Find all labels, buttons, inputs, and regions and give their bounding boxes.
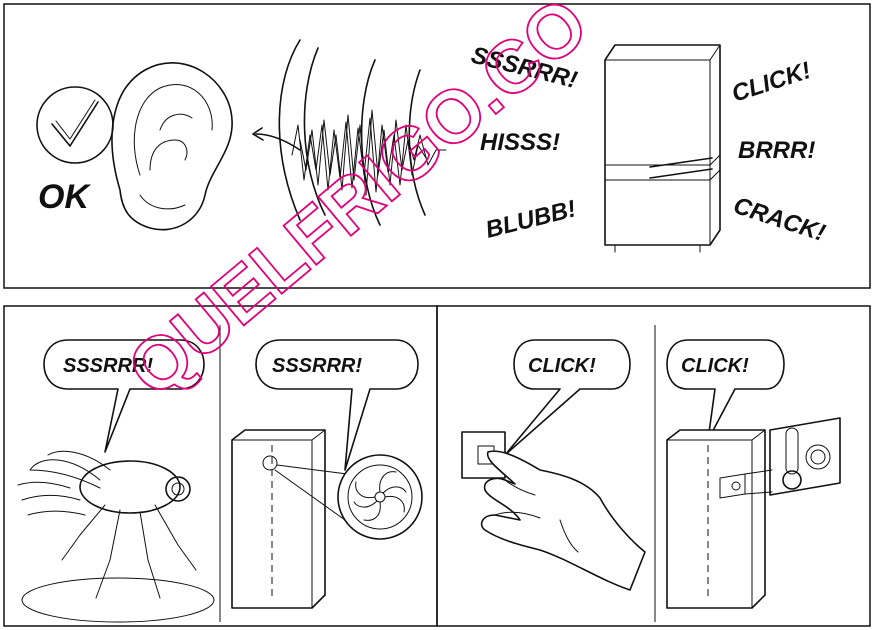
fan-bubble-label: SSSRRR! [272,355,362,377]
sound-brrr: BRRR! [738,137,815,164]
ok-label: OK [38,178,91,216]
fridge-fan-icon [232,430,355,608]
fridge-icon [605,45,720,252]
ear-icon [112,63,232,230]
sound-crack: CRACK! [730,192,828,247]
hand-icon [462,432,645,590]
switch-bubble-label: CLICK! [528,355,596,377]
sound-click: CLICK! [729,57,815,108]
thermostat-bubble-label: CLICK! [681,355,749,377]
sound-blubb: BLUBB! [483,195,579,243]
arrow-left-icon [253,128,300,150]
fly-icon [18,451,214,622]
checkmark-icon [37,87,113,163]
fan-icon [338,455,422,539]
fridge-thermostat-icon [667,430,765,608]
